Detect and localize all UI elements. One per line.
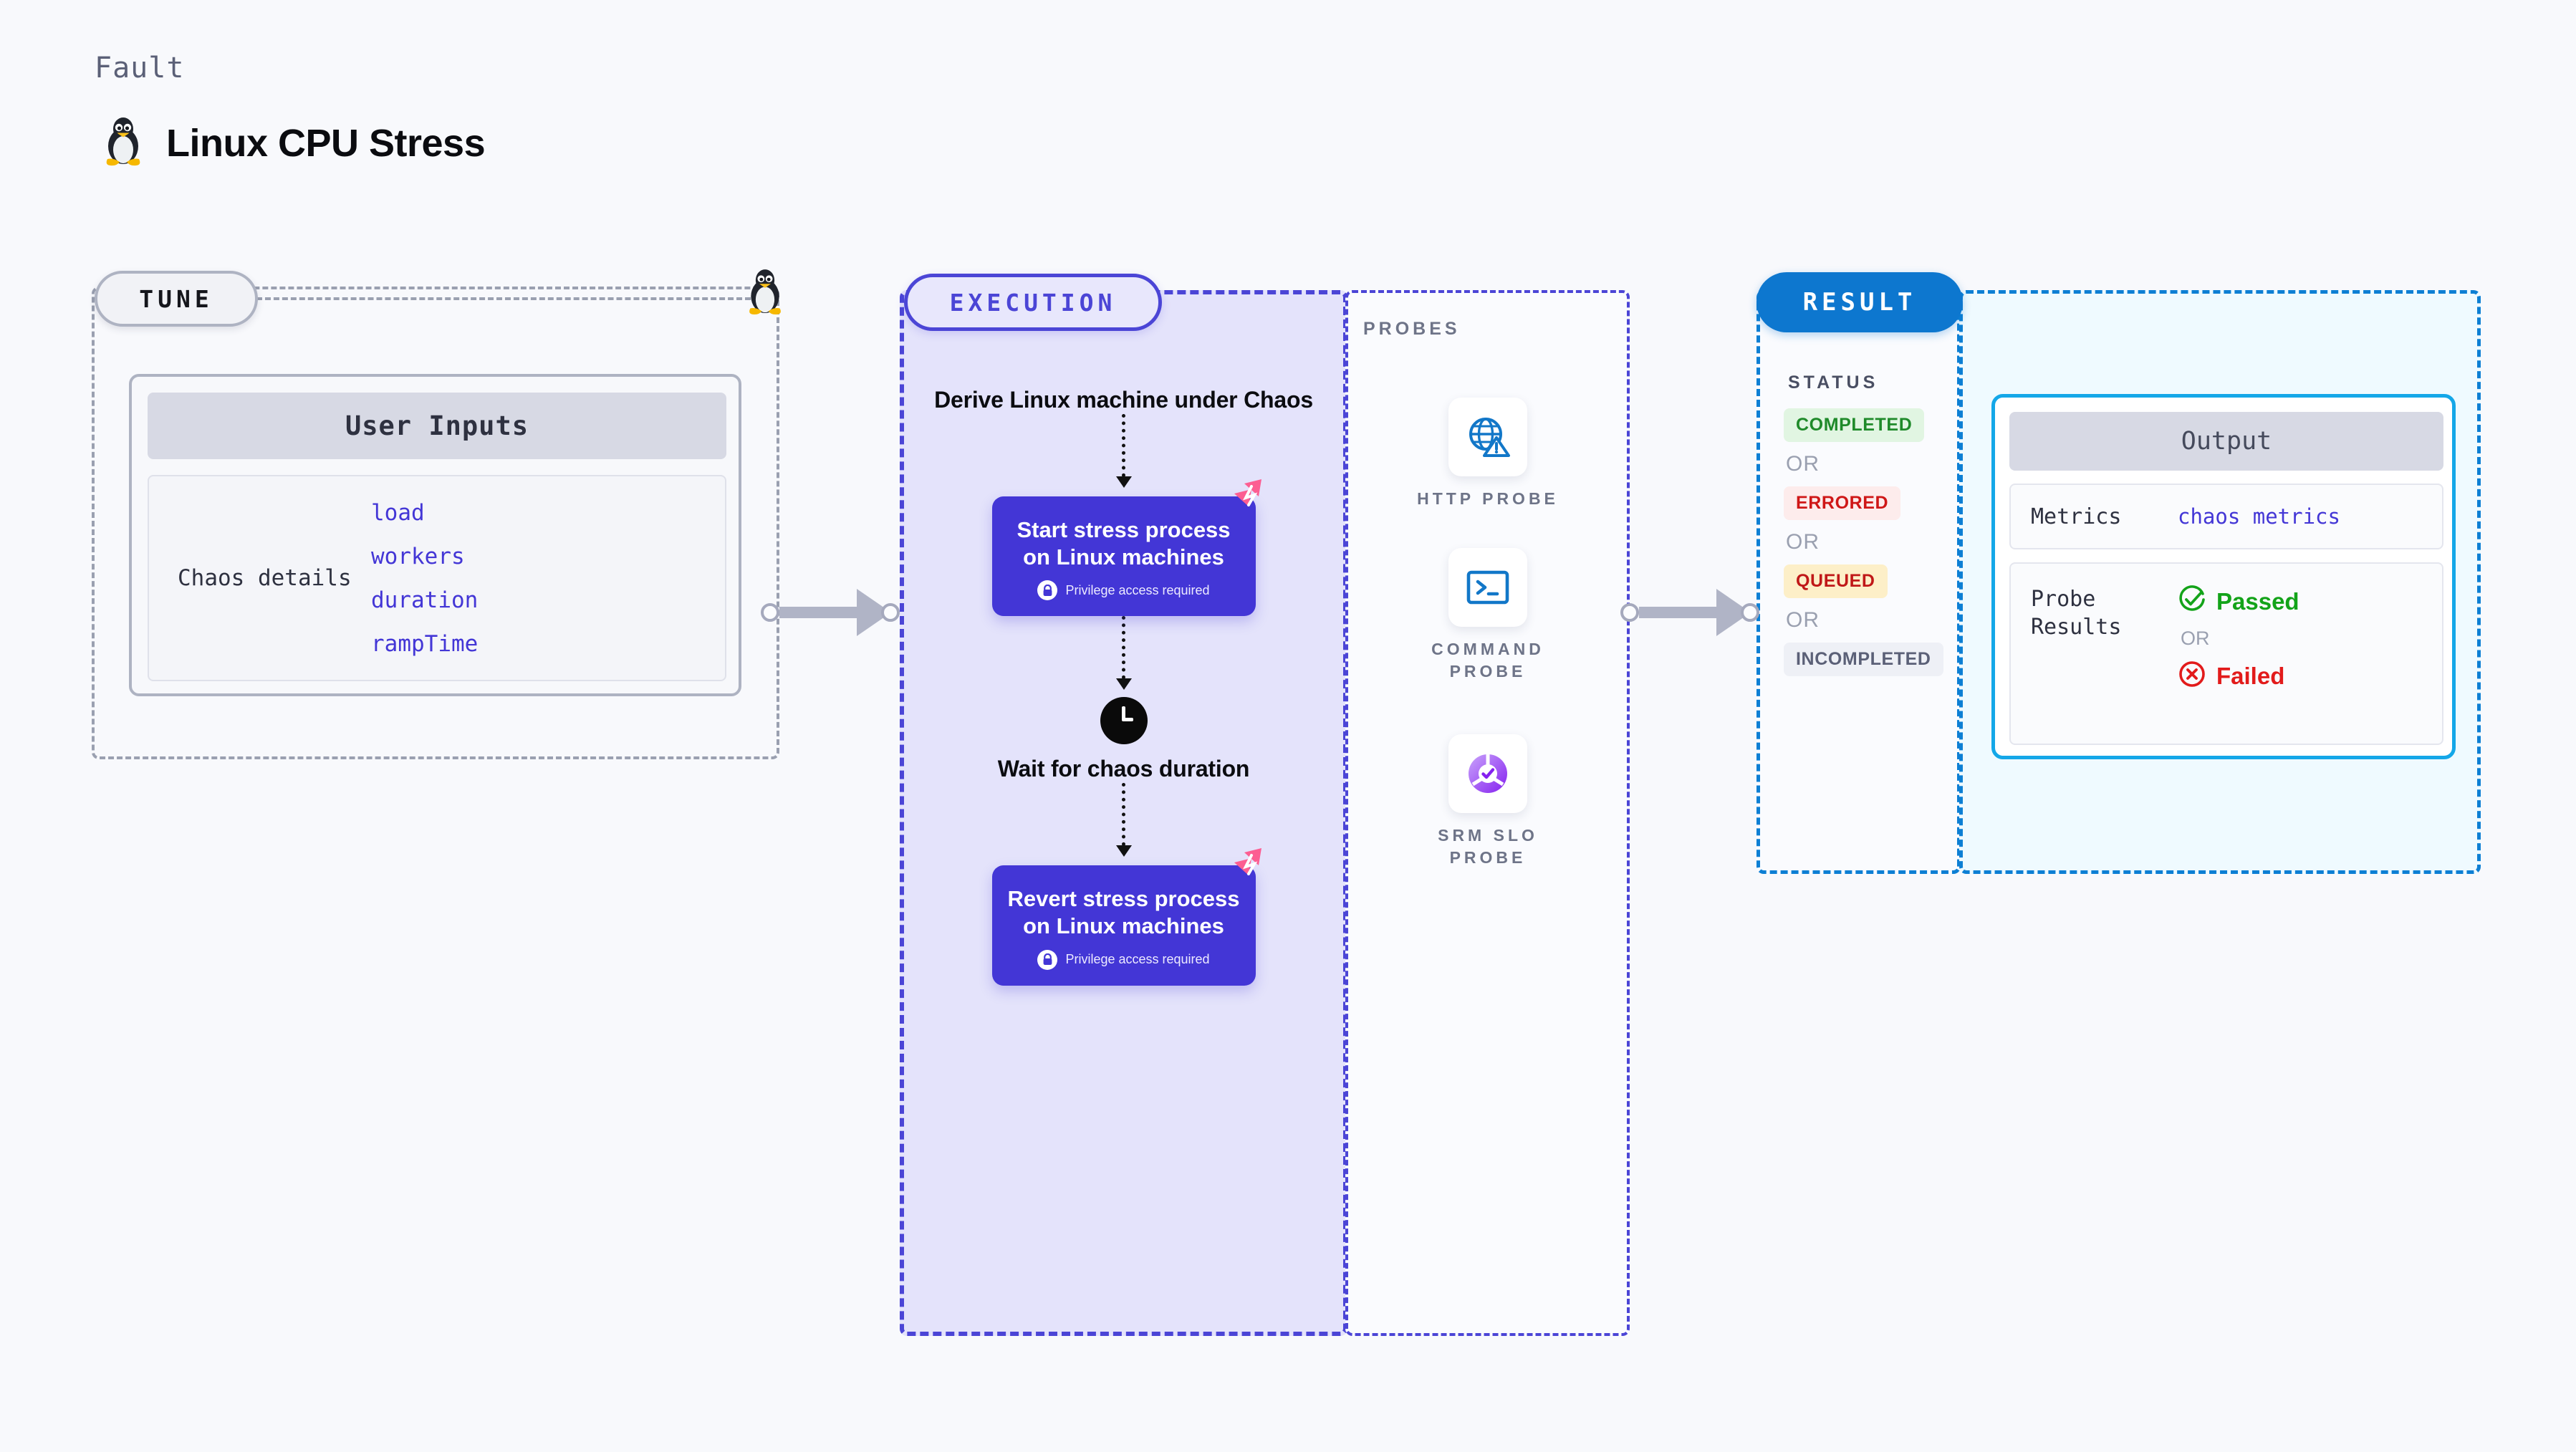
- chaos-details-label: Chaos details: [178, 565, 352, 591]
- execution-step-revert-stress[interactable]: Revert stress process on Linux machines …: [991, 848, 1261, 986]
- linux-penguin-icon: [100, 115, 146, 171]
- flow-arrow-1: [1115, 413, 1132, 488]
- status-badge-incompleted: INCOMPLETED: [1784, 643, 1943, 676]
- tune-badge[interactable]: TUNE: [95, 271, 258, 327]
- page-kicker: Fault: [95, 52, 185, 85]
- output-probe-values: Passed OR Failed: [2178, 585, 2299, 692]
- check-circle-icon: [2178, 585, 2206, 617]
- output-metrics-value[interactable]: chaos metrics: [2178, 504, 2340, 529]
- connector-probes-to-result: [1620, 589, 1759, 636]
- probe-result-or: OR: [2181, 628, 2210, 649]
- page-title-row: Linux CPU Stress: [100, 115, 486, 171]
- connector-end-dot: [1741, 603, 1759, 622]
- output-metrics-row: Metrics chaos metrics: [2009, 484, 2443, 549]
- probe-http[interactable]: HTTP PROBE: [1405, 398, 1570, 510]
- chaos-details-row: Chaos details load workers duration ramp…: [148, 475, 726, 681]
- probe-result-failed: Failed: [2178, 660, 2299, 692]
- status-badge-errored: ERRORED: [1784, 486, 1901, 520]
- tune-input-load[interactable]: load: [371, 499, 425, 526]
- flow-arrow-3: [1115, 783, 1132, 857]
- tune-input-ramptime[interactable]: rampTime: [371, 630, 479, 657]
- probe-result-passed-label: Passed: [2216, 587, 2299, 615]
- output-metrics-key: Metrics: [2031, 504, 2122, 529]
- probe-command[interactable]: COMMAND PROBE: [1405, 548, 1570, 683]
- probe-http-label: HTTP PROBE: [1417, 489, 1559, 508]
- tune-section: [92, 287, 779, 759]
- status-list: COMPLETED OR ERRORED OR QUEUED OR INCOMP…: [1784, 408, 1948, 676]
- x-circle-icon: [2178, 660, 2206, 692]
- terminal-icon: [1448, 548, 1527, 627]
- execution-step-start-stress[interactable]: Start stress process on Linux machines P…: [991, 479, 1261, 617]
- status-badge-completed: COMPLETED: [1784, 408, 1925, 442]
- probe-result-failed-label: Failed: [2216, 662, 2285, 689]
- connector-start-dot: [761, 603, 779, 622]
- clock-icon: [1100, 697, 1148, 745]
- revert-stress-note: Privilege access required: [1005, 949, 1243, 970]
- chaos-flag-icon: [1230, 845, 1272, 887]
- globe-warning-icon: [1448, 398, 1527, 476]
- status-or-1: OR: [1786, 452, 1820, 476]
- status-title: STATUS: [1788, 372, 1879, 393]
- tune-header-line: [256, 297, 751, 300]
- user-inputs-header: User Inputs: [148, 393, 726, 459]
- probe-command-label: COMMAND PROBE: [1431, 640, 1544, 681]
- status-or-3: OR: [1786, 608, 1820, 632]
- probe-result-passed: Passed: [2178, 585, 2299, 617]
- slo-check-icon: [1448, 734, 1527, 813]
- connector-start-dot: [1620, 603, 1639, 622]
- tune-input-workers[interactable]: workers: [371, 543, 465, 569]
- revert-stress-label: Revert stress process on Linux machines: [1007, 886, 1240, 938]
- result-badge[interactable]: RESULT: [1756, 272, 1963, 332]
- status-or-2: OR: [1786, 530, 1820, 554]
- user-inputs-card: User Inputs Chaos details load workers d…: [129, 374, 741, 696]
- chaos-flag-icon: [1230, 476, 1272, 518]
- execution-badge[interactable]: EXECUTION: [904, 274, 1162, 331]
- tune-linux-penguin-icon: [744, 266, 787, 320]
- tune-input-duration[interactable]: duration: [371, 587, 479, 613]
- connector-tune-to-execution: [761, 589, 900, 636]
- flow-arrow-2: [1115, 616, 1132, 691]
- page-title: Linux CPU Stress: [166, 121, 486, 165]
- execution-step-wait: Wait for chaos duration: [997, 756, 1250, 782]
- start-stress-label: Start stress process on Linux machines: [1017, 516, 1231, 569]
- probes-title: PROBES: [1363, 319, 1461, 339]
- probe-srm-slo[interactable]: SRM SLO PROBE: [1405, 734, 1570, 869]
- output-header: Output: [2009, 412, 2443, 471]
- execution-flow: Derive Linux machine under Chaos Start s…: [900, 290, 1347, 1336]
- execution-step-derive: Derive Linux machine under Chaos: [934, 387, 1313, 413]
- start-stress-note-text: Privilege access required: [1065, 582, 1210, 597]
- probe-srm-slo-label: SRM SLO PROBE: [1438, 826, 1538, 867]
- lock-icon: [1037, 949, 1058, 970]
- start-stress-note: Privilege access required: [1005, 580, 1243, 601]
- chaos-details-values: load workers duration rampTime: [371, 500, 478, 657]
- revert-stress-note-text: Privilege access required: [1065, 952, 1210, 967]
- lock-icon: [1037, 580, 1058, 601]
- status-badge-queued: QUEUED: [1784, 564, 1888, 598]
- connector-end-dot: [881, 603, 900, 622]
